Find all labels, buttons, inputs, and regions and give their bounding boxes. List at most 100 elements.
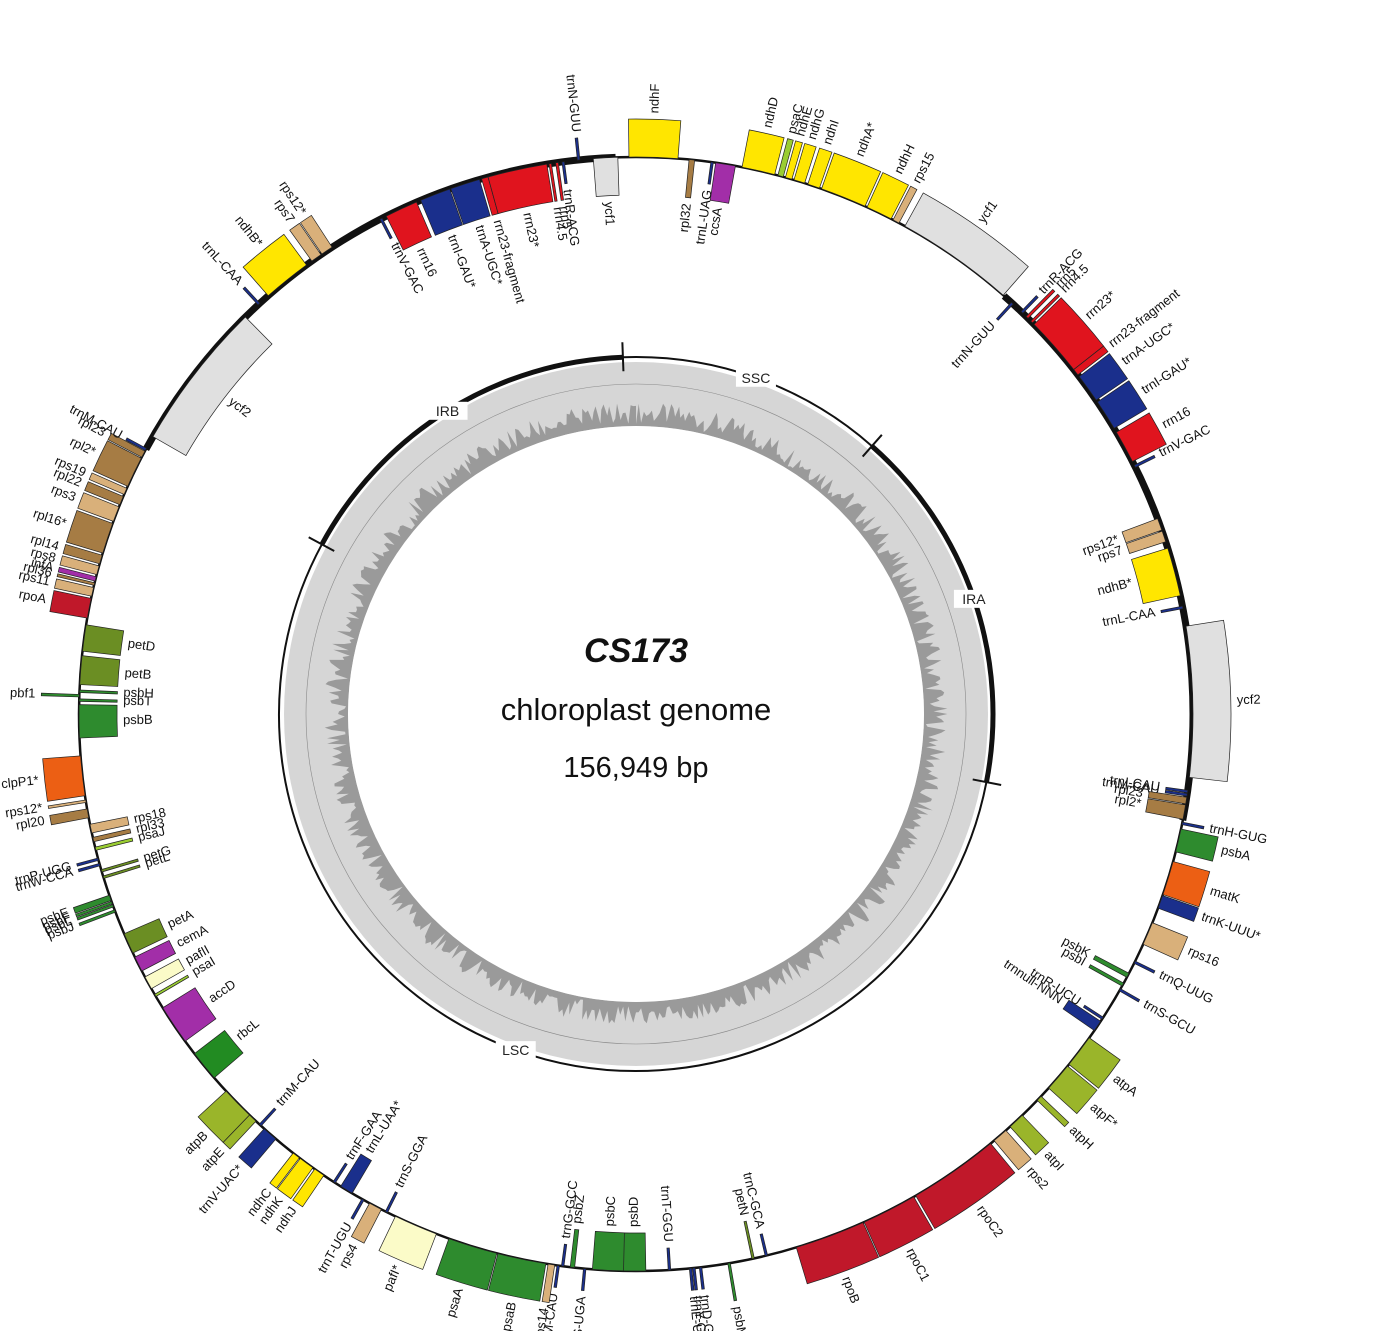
- gene-psbz: psbZ: [569, 1194, 587, 1268]
- gene-label: rps8: [29, 544, 57, 565]
- gene-block: [78, 698, 118, 703]
- gene-label: atpF*: [1087, 1099, 1120, 1131]
- gene-block: [62, 543, 103, 565]
- gene-label: pafI*: [380, 1263, 404, 1294]
- gene-block: [995, 301, 1014, 321]
- gene-psaa: psaA: [435, 1238, 498, 1319]
- gene-rps16: rps16: [1142, 922, 1222, 970]
- region-label: IRB: [436, 403, 459, 419]
- gene-block: [78, 704, 118, 739]
- gene-rpl32: rpl32: [676, 159, 696, 233]
- gene-trns-gcu: trnS-GCU: [1118, 988, 1198, 1038]
- gene-block: [622, 1232, 647, 1272]
- gene-block: [1020, 295, 1039, 314]
- gene-label: atpH: [1067, 1123, 1097, 1153]
- gene-block: [1118, 988, 1141, 1003]
- gene-block: [258, 1107, 277, 1127]
- gene-trni-cau: trnI-CAU: [1109, 772, 1189, 794]
- gene-trnnull-nnn: trnnull-NNN: [1001, 956, 1102, 1031]
- gene-trnd-guc: trnD-GUC: [697, 1266, 719, 1331]
- gene-block: [89, 816, 130, 834]
- gene-label: trnL-UAG: [692, 189, 714, 245]
- gene-block: [1125, 530, 1167, 554]
- genome-title: CS173: [584, 632, 688, 670]
- gene-label: trnK-UUU*: [1200, 909, 1263, 944]
- gene-block: [1096, 380, 1148, 429]
- gene-block: [777, 138, 794, 178]
- gene-label: atpE: [198, 1144, 228, 1174]
- gene-block: [692, 1267, 698, 1291]
- gene-psbb: psbB: [78, 704, 153, 739]
- gene-block: [698, 1266, 705, 1290]
- gene-block: [666, 1247, 672, 1271]
- gene-ycf2: ycf2: [152, 316, 273, 457]
- gene-label: petL: [143, 849, 172, 871]
- gene-block: [84, 481, 124, 506]
- gene-label: trnE-UUC: [687, 1295, 707, 1331]
- gene-block: [863, 1196, 934, 1258]
- gene-block: [807, 147, 833, 189]
- gene-label: psbB: [123, 712, 153, 727]
- gene-trne-uuc: trnE-UUC: [687, 1267, 707, 1331]
- gene-rps12-: rps12*: [4, 799, 87, 820]
- gene-label: atpA: [1110, 1071, 1141, 1099]
- gene-pbf1: pbf1: [10, 685, 80, 701]
- gene-ndhf: ndhF: [628, 83, 682, 159]
- region-label: LSC: [502, 1042, 529, 1058]
- gene-block: [795, 1222, 880, 1285]
- gene-block: [123, 918, 168, 954]
- gene-block: [866, 172, 909, 220]
- gene-label: ycf1: [602, 201, 618, 226]
- gene-matk: matK: [1162, 861, 1242, 908]
- gene-block: [1048, 1065, 1098, 1115]
- gene-block: [993, 1129, 1032, 1171]
- gene-block: [82, 624, 125, 656]
- gene-block: [42, 755, 86, 802]
- gene-label: trnT-GGU: [658, 1185, 676, 1242]
- gene-trnl-caa: trnL-CAA: [1101, 604, 1184, 629]
- gene-block: [1131, 547, 1181, 605]
- gene-label: psaA: [443, 1286, 466, 1319]
- gene-rpl33: rpl33: [92, 815, 166, 843]
- gene-infa: infA: [30, 554, 97, 582]
- gene-label: trnL-CAA: [1101, 604, 1157, 629]
- gene-block: [555, 162, 564, 201]
- gene-block: [102, 864, 141, 879]
- gene-label: pbf1: [10, 685, 36, 701]
- gene-block: [289, 222, 322, 262]
- gene-rrn5: rrn5: [555, 162, 575, 230]
- gene-block: [385, 201, 432, 251]
- gene-block: [1078, 353, 1129, 401]
- gene-label: ndhB*: [1096, 575, 1134, 599]
- gene-block: [57, 566, 97, 582]
- gene-block: [78, 909, 116, 927]
- gene-block: [107, 432, 146, 458]
- gene-block: [1092, 955, 1130, 978]
- gene-label: trnL-CAA: [199, 238, 246, 288]
- gene-block: [269, 1152, 300, 1189]
- gene-label: rpoC2: [974, 1202, 1007, 1240]
- gene-block: [79, 689, 118, 695]
- gene-block: [784, 140, 803, 180]
- gene-block: [1175, 828, 1219, 862]
- gene-block: [340, 1153, 372, 1194]
- gene-psbm: psbM: [727, 1262, 750, 1331]
- gene-block: [1121, 518, 1163, 544]
- gene-ndhb-: ndhB*: [1096, 547, 1181, 605]
- gene-block: [92, 440, 142, 487]
- gene-block: [488, 1253, 547, 1302]
- gene-block: [1009, 1114, 1050, 1156]
- gene-label: rpl16*: [31, 505, 68, 530]
- gene-label: rps18: [132, 805, 167, 826]
- gene-label: rpl33: [134, 815, 166, 836]
- gene-block: [1164, 790, 1188, 797]
- gene-label: rrn16: [1159, 404, 1193, 432]
- gene-block: [1036, 1095, 1070, 1128]
- gene-block: [1147, 791, 1188, 805]
- gene-block: [541, 1263, 556, 1304]
- gene-rrn23-: rrn23*: [487, 163, 554, 249]
- gene-label: ndhA*: [852, 120, 879, 158]
- gene-block: [1185, 619, 1232, 783]
- gene-label: rrn4.5: [551, 206, 571, 242]
